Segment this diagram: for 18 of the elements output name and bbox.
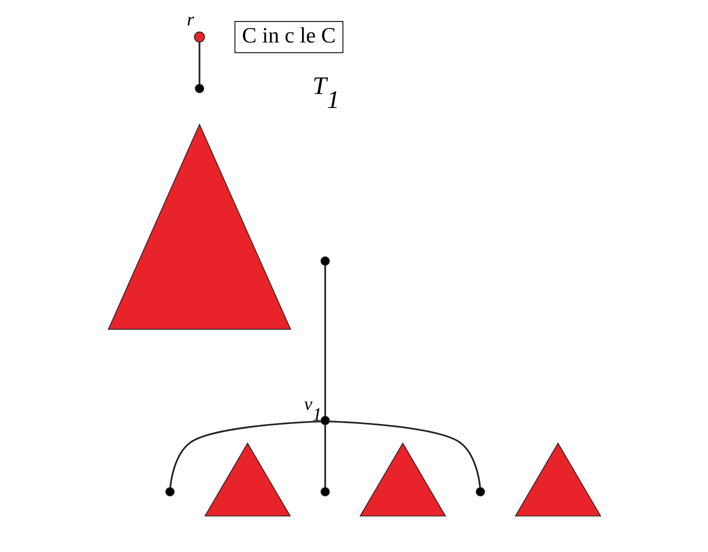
connector xyxy=(324,425,326,488)
connector xyxy=(328,420,480,488)
connector xyxy=(324,265,326,416)
node-circle xyxy=(320,256,330,266)
node-circle xyxy=(164,487,174,496)
node-triangle xyxy=(358,442,446,516)
connector xyxy=(198,42,200,84)
node-circle xyxy=(194,84,204,94)
node-circle xyxy=(475,487,485,496)
node-circle xyxy=(320,487,330,496)
node-label: r xyxy=(186,10,194,31)
node-box: C in c le C xyxy=(234,21,343,54)
node-triangle xyxy=(107,123,291,330)
node-triangle xyxy=(204,442,290,516)
node-circle xyxy=(320,416,330,426)
connector xyxy=(168,420,320,488)
node-triangle xyxy=(514,442,601,516)
node-circle xyxy=(194,32,204,43)
